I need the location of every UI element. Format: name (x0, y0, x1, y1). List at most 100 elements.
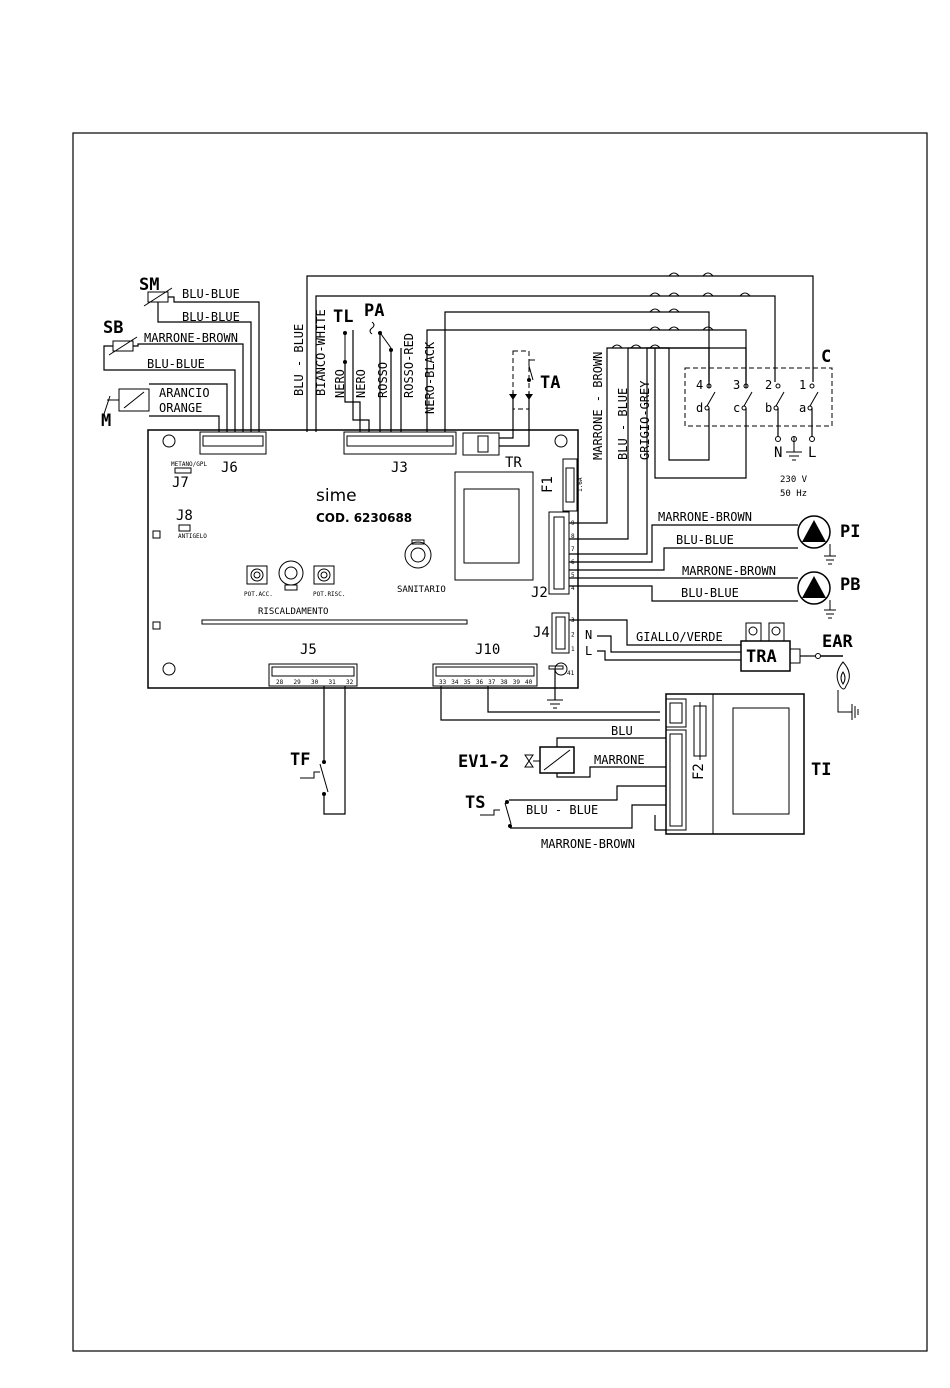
c-wire-marrone: MARRONE - BROWN (591, 352, 605, 460)
j5-pin-32: 32 (346, 679, 354, 686)
j4-pin-2: 2 (571, 632, 575, 639)
m-wire-orange: ORANGE (159, 401, 202, 415)
tl-label: TL (333, 307, 353, 327)
j3-wire-nero2: NERO (354, 369, 368, 398)
j4-label: J4 (533, 625, 550, 641)
f1-label: F1 (540, 476, 556, 493)
c-contact-number-2: 2 (765, 378, 772, 392)
page-frame (72, 132, 928, 1352)
connector-j4 (551, 612, 570, 654)
sb-wire-marrone: MARRONE-BROWN (144, 331, 238, 345)
j10-pin-41: 41 (567, 670, 575, 677)
ti-wire-blu: BLU (611, 724, 633, 738)
j10-pin-38: 38 (500, 679, 508, 686)
sb-sensor (108, 336, 138, 356)
ts-label: TS (465, 793, 485, 813)
j5-pin-31: 31 (329, 679, 337, 686)
c-wire-grigio: GRIGIO-GREY (638, 380, 652, 460)
c-wire-blu: BLU - BLUE (616, 388, 630, 460)
j5-pin-29: 29 (294, 679, 302, 686)
c-frequency: 50 Hz (780, 489, 807, 499)
tr-label: TR (505, 455, 522, 471)
connector-j6 (199, 431, 267, 455)
pb-wire-blu: BLU-BLUE (681, 586, 739, 600)
connector-j3 (343, 431, 457, 455)
tf-label: TF (290, 750, 310, 770)
pump-pi (797, 515, 836, 565)
j4-wire-n: N (585, 628, 592, 642)
ear-label: EAR (822, 632, 853, 652)
j8-tag: ANTIGELO (178, 533, 207, 540)
c-contact-letter-b: b (765, 401, 772, 415)
j5-pin-28: 28 (276, 679, 284, 686)
pot-risc (313, 565, 335, 585)
ev-valve (524, 746, 575, 774)
sm-label: SM (139, 275, 159, 295)
fuse-f1 (562, 458, 578, 512)
c-contact-number-1: 1 (799, 378, 806, 392)
c-contact-number-3: 3 (733, 378, 740, 392)
j2-pin-8: 8 (571, 533, 575, 540)
ear-electrode-flame (836, 661, 859, 720)
ts-wire-blu: BLU - BLUE (526, 803, 598, 817)
c-label: C (821, 347, 831, 367)
j3-wire-bianco: BIANCO-WHITE (314, 309, 328, 396)
board-code: COD. 6230688 (316, 511, 412, 525)
pa-label: PA (364, 301, 384, 321)
j10-pin-37: 37 (488, 679, 496, 686)
c-voltage: 230 V (780, 475, 808, 485)
c-contact-letter-c: c (733, 401, 740, 415)
transformer-board (454, 471, 534, 581)
sb-wire-blu: BLU-BLUE (147, 357, 205, 371)
j2-pin-5: 5 (571, 572, 575, 579)
riscaldamento-label: RISCALDAMENTO (258, 607, 328, 617)
j3-wire-rosso-red: ROSSO-RED (402, 333, 416, 398)
giallo-wire: GIALLO/VERDE (636, 630, 723, 644)
sm-wire-blu2: BLU-BLUE (182, 310, 240, 324)
j3-wire-blu: BLU - BLUE (292, 324, 306, 396)
j6-label: J6 (221, 460, 238, 476)
j8-label: J8 (176, 508, 193, 524)
c-contact-letter-d: d (696, 401, 703, 415)
pb-label: PB (840, 575, 860, 595)
c-line: L (808, 445, 816, 461)
sm-wire-blu: BLU-BLUE (182, 287, 240, 301)
wire-crossings (611, 272, 751, 349)
connector-j10 (432, 663, 538, 687)
j7-tag: METANO/GPL (171, 461, 208, 468)
tl-thermostat (343, 331, 347, 364)
sb-label: SB (103, 318, 123, 338)
m-label: M (101, 411, 111, 431)
ti-unit (665, 693, 805, 835)
j10-pin-39: 39 (513, 679, 521, 686)
connector-j2 (548, 511, 570, 595)
f2-label: F2 (691, 763, 707, 780)
pa-pressostat (369, 321, 393, 352)
connector-j5 (268, 663, 358, 687)
ta-label: TA (540, 373, 560, 393)
j10-pin-40: 40 (525, 679, 533, 686)
pot-acc-label: POT.ACC. (244, 591, 273, 598)
pi-wire-marrone: MARRONE-BROWN (658, 510, 752, 524)
pi-label: PI (840, 522, 860, 542)
tf-thermostat (300, 760, 329, 796)
j4-pin-1: 1 (571, 646, 575, 653)
pi-wire-blu: BLU-BLUE (676, 533, 734, 547)
ti-wire-marrone: MARRONE (594, 753, 645, 767)
j7-label: J7 (172, 475, 189, 491)
j10-pin-36: 36 (476, 679, 484, 686)
j5-pin-30: 30 (311, 679, 319, 686)
pump-pb (797, 571, 836, 619)
pot-sanitario (404, 539, 432, 569)
c-contact-letter-a: a (799, 401, 806, 415)
j2-pin-4: 4 (571, 585, 575, 592)
j10-pin-33: 33 (439, 679, 447, 686)
j4-wire-l: L (585, 644, 592, 658)
display-strip (201, 619, 468, 625)
c-neutral: N (774, 445, 782, 461)
tra-label: TRA (746, 647, 777, 667)
j3-label: J3 (391, 460, 408, 476)
brand-logo: sime (316, 486, 357, 506)
j10-pin-34: 34 (451, 679, 459, 686)
